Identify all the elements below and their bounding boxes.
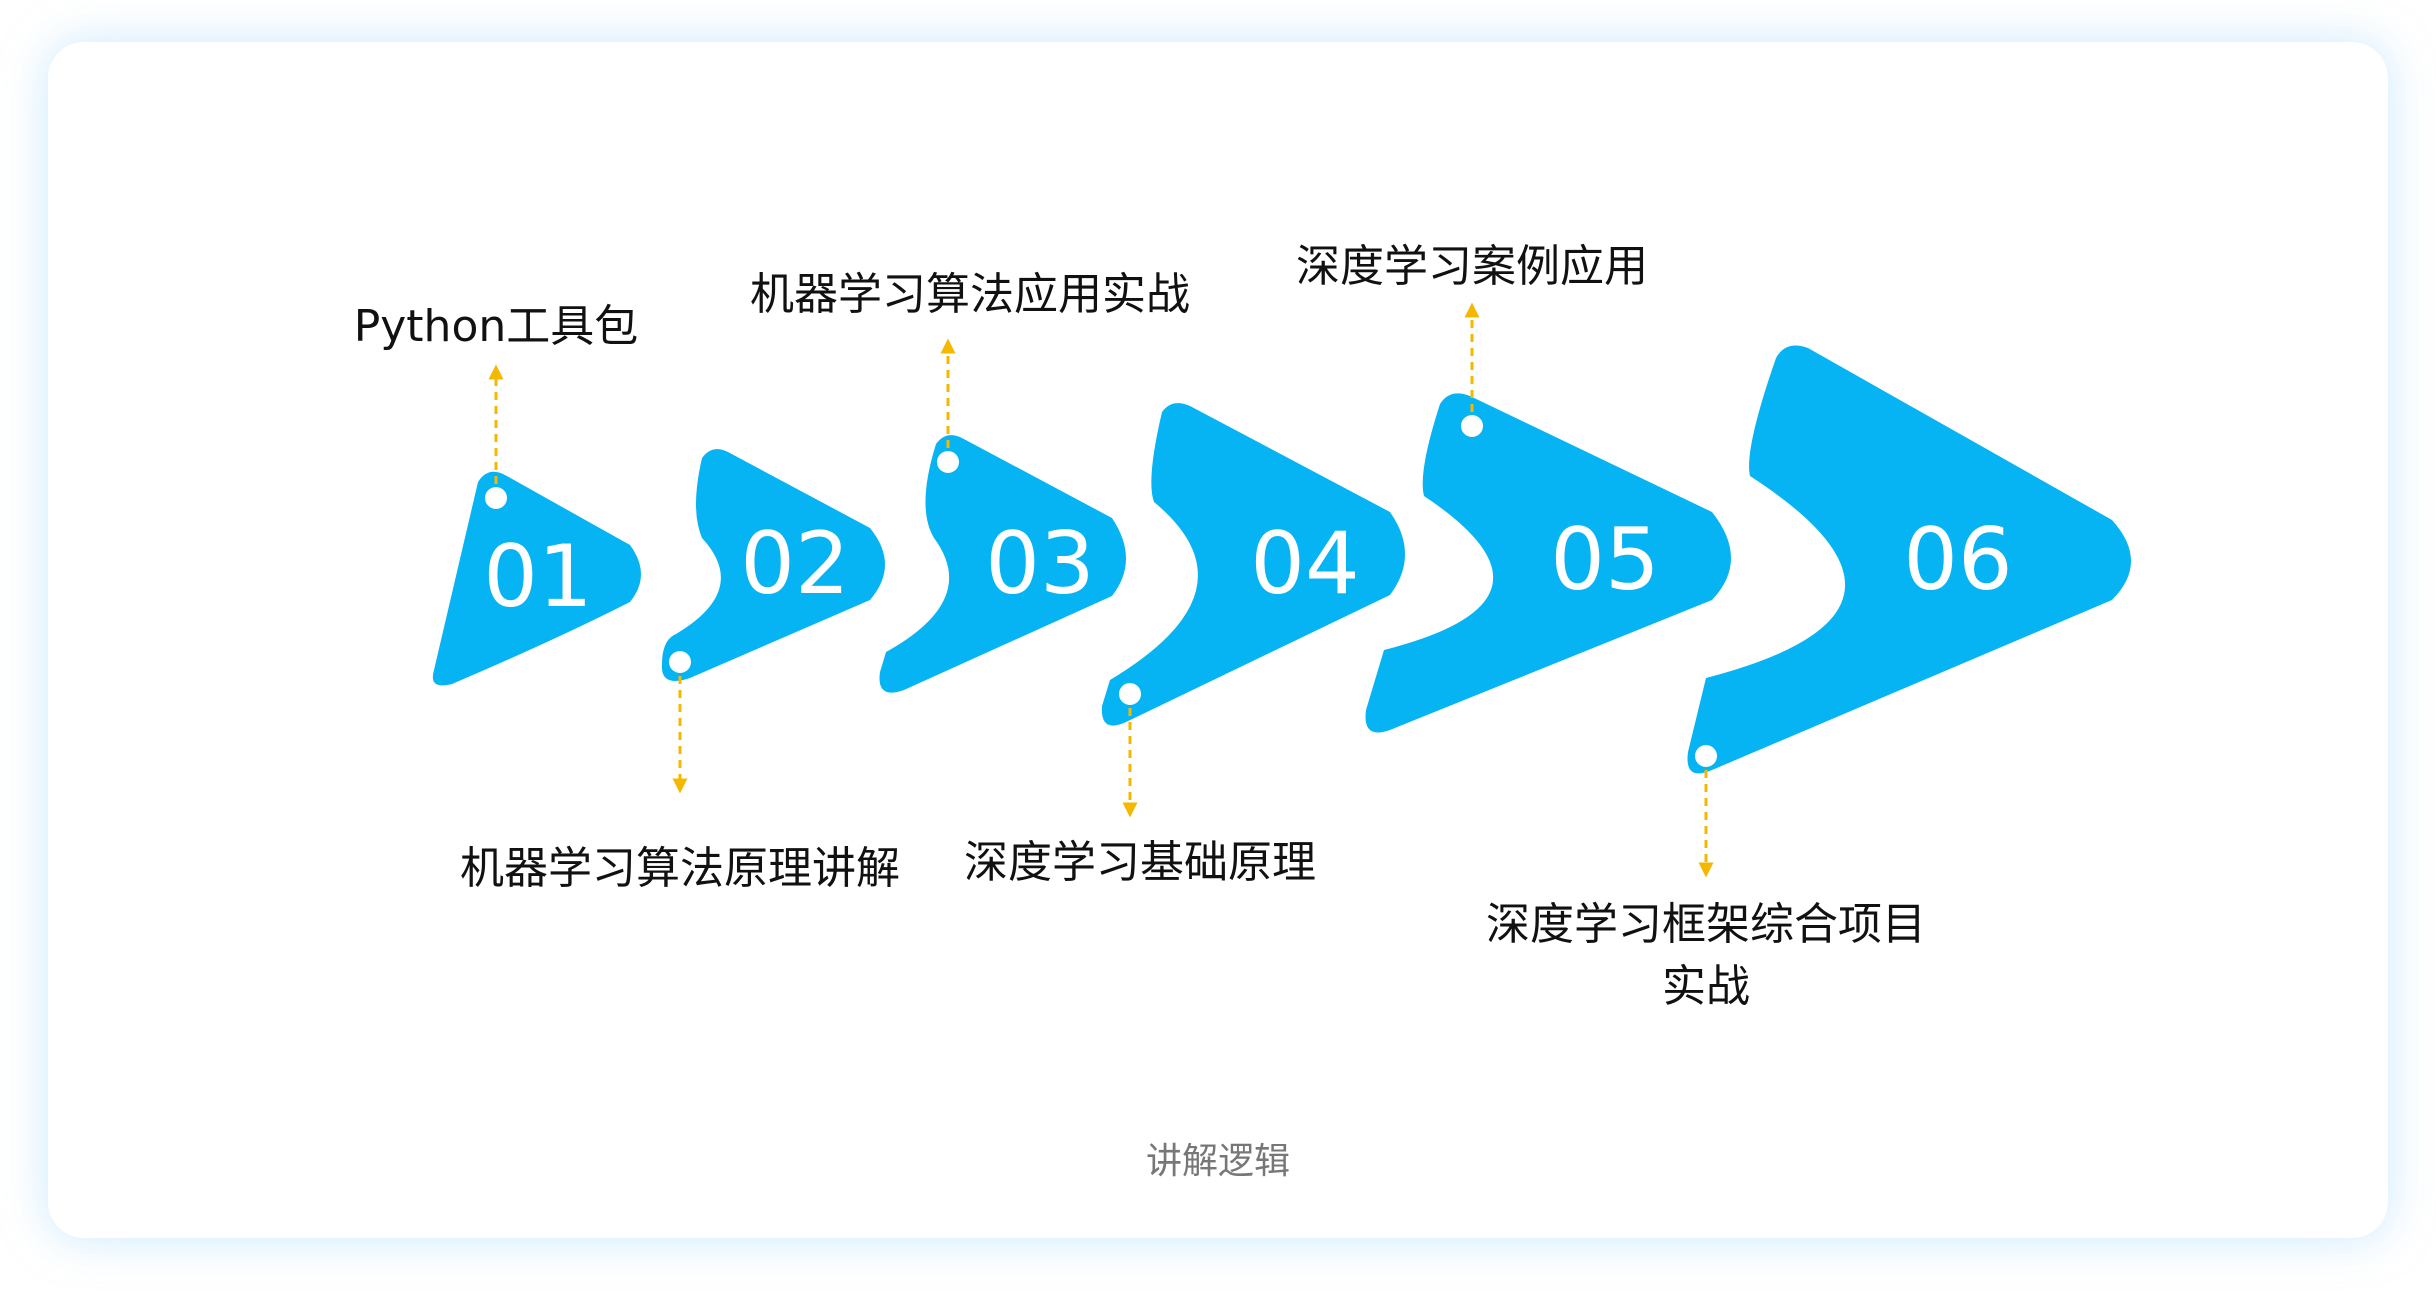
step-01-shape [432, 471, 641, 686]
step-05-shape [1365, 393, 1731, 733]
anchor-dot-04 [1119, 683, 1141, 705]
step-05-number: 05 [1550, 510, 1659, 610]
step-02-label: 机器学习算法原理讲解 [460, 843, 900, 894]
step-03-number: 03 [985, 514, 1094, 614]
step-01: 01 [432, 471, 641, 686]
step-04-label: 深度学习基础原理 [964, 837, 1316, 888]
step-05: 05 [1365, 393, 1731, 733]
step-02-shape [661, 449, 885, 681]
step-06-label: 深度学习框架综合项目 实战 [1466, 894, 1946, 1018]
step-02-number: 02 [740, 514, 849, 614]
step-01-label: Python工具包 [353, 301, 639, 352]
anchor-dot-06 [1695, 745, 1717, 767]
diagram-caption: 讲解逻辑 [1145, 1141, 1290, 1182]
step-06-number: 06 [1903, 510, 2012, 610]
anchor-dot-03 [937, 451, 959, 473]
anchor-dot-05 [1461, 415, 1483, 437]
step-01-number: 01 [483, 527, 592, 627]
step-02: 02 [661, 449, 885, 681]
step-04-number: 04 [1250, 514, 1359, 614]
step-03-shape [879, 435, 1126, 693]
step-05-label: 深度学习案例应用 [1296, 241, 1648, 292]
anchor-dot-02 [669, 651, 691, 673]
step-04: 04 [1101, 403, 1405, 726]
step-04-shape [1101, 403, 1405, 726]
step-03-label: 机器学习算法应用实战 [750, 269, 1190, 320]
step-06: 06 [1687, 345, 2131, 774]
step-06-label-line2: 实战 [1662, 961, 1750, 1012]
step-06-label-line1: 深度学习框架综合项目 [1486, 899, 1926, 950]
step-06-shape [1687, 345, 2131, 774]
anchor-dot-01 [485, 487, 507, 509]
step-03: 03 [879, 435, 1126, 693]
